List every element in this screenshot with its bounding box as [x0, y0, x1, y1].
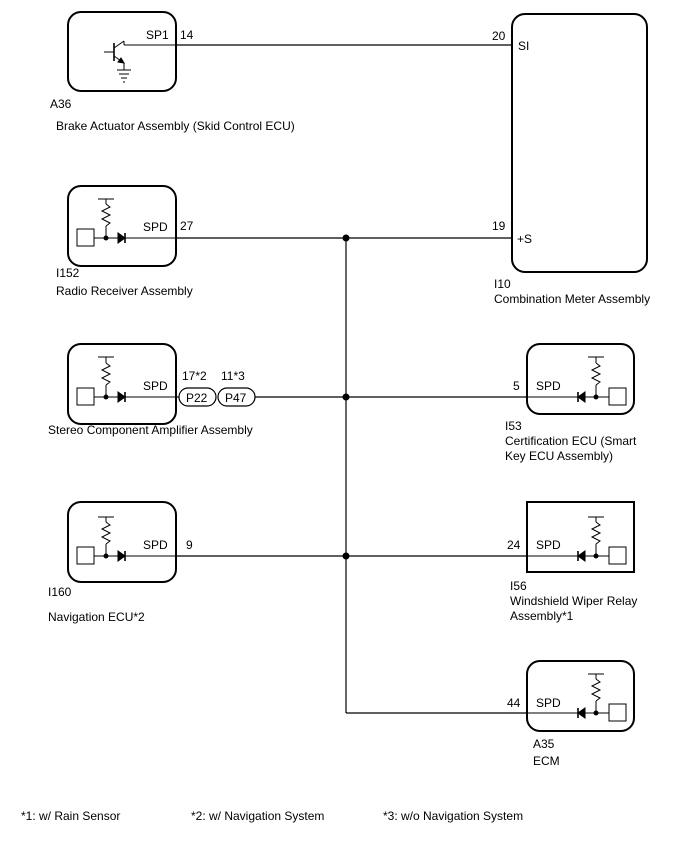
i160-code: I160	[48, 585, 72, 599]
junction-dot	[342, 393, 350, 401]
component-a36: SP1 14 A36 Brake Actuator Assembly (Skid…	[50, 11, 295, 133]
stereo-terminal-label: SPD	[143, 379, 168, 393]
stereo-name: Stereo Component Amplifier Assembly	[48, 423, 253, 437]
junction-dot	[342, 234, 350, 242]
junction-dot	[342, 552, 350, 560]
stereo-pin-p22: 17*2	[182, 369, 207, 383]
i152-pin-number: 27	[180, 219, 194, 233]
component-i152: SPD 27 I152 Radio Receiver Assembly	[56, 185, 194, 298]
i56-name-line1: Windshield Wiper Relay	[510, 594, 637, 608]
a35-code: A35	[533, 737, 555, 751]
i152-name: Radio Receiver Assembly	[56, 284, 193, 298]
output-circuit-icon	[527, 673, 627, 722]
ground-icon	[117, 69, 131, 83]
output-circuit-icon	[527, 516, 627, 565]
i10-pin-s: 19	[492, 219, 506, 233]
a36-code: A36	[50, 97, 72, 111]
stereo-box	[67, 343, 177, 425]
i10-box	[511, 13, 648, 273]
i160-box	[67, 501, 177, 583]
i56-name-line2: Assembly*1	[510, 609, 574, 623]
i152-box	[67, 185, 177, 267]
output-circuit-icon	[76, 198, 176, 247]
output-circuit-icon	[76, 356, 176, 406]
a35-terminal-label: SPD	[536, 696, 561, 710]
component-i56: 24 SPD I56 Windshield Wiper Relay Assemb…	[507, 501, 637, 623]
connector-p22	[178, 387, 217, 407]
component-i53: 5 SPD I53 Certification ECU (Smart Key E…	[505, 343, 637, 463]
a36-name: Brake Actuator Assembly (Skid Control EC…	[56, 119, 295, 133]
transistor-icon	[104, 40, 176, 70]
a36-box	[67, 11, 177, 92]
a35-pin-number: 44	[507, 696, 521, 710]
i152-terminal-label: SPD	[143, 220, 168, 234]
i160-pin-number: 9	[186, 538, 193, 552]
component-a35: 44 SPD A35 ECM	[507, 660, 635, 768]
i10-terminal-s: +S	[517, 232, 532, 246]
i152-code: I152	[56, 266, 80, 280]
component-i10: 20 SI 19 +S I10 Combination Meter Assemb…	[492, 13, 650, 306]
i10-code: I10	[494, 277, 511, 291]
i53-code: I53	[505, 419, 522, 433]
component-i160: SPD 9 I160 Navigation ECU*2	[48, 501, 193, 624]
i56-terminal-label: SPD	[536, 538, 561, 552]
footnote-1: *1: w/ Rain Sensor	[21, 809, 120, 823]
i160-terminal-label: SPD	[143, 538, 168, 552]
footnote-3: *3: w/o Navigation System	[383, 809, 523, 823]
connector-p47	[217, 387, 256, 407]
a36-terminal-label: SP1	[146, 28, 169, 42]
i53-pin-number: 5	[513, 379, 520, 393]
i56-code: I56	[510, 579, 527, 593]
footnote-2: *2: w/ Navigation System	[191, 809, 324, 823]
i56-pin-number: 24	[507, 538, 521, 552]
i53-name-line1: Certification ECU (Smart	[505, 434, 637, 448]
stereo-pin-p47: 11*3	[221, 369, 245, 383]
i53-terminal-label: SPD	[536, 379, 561, 393]
i10-terminal-si: SI	[518, 39, 529, 53]
component-stereo-amplifier: SPD 17*2 11*3 P22 P47 Stereo Component A…	[48, 343, 256, 437]
output-circuit-icon	[76, 516, 176, 565]
output-circuit-icon	[527, 356, 627, 406]
a36-pin-number: 14	[180, 28, 194, 42]
i10-pin-si: 20	[492, 29, 506, 43]
connector-p47-label: P47	[225, 391, 247, 405]
i10-name: Combination Meter Assembly	[494, 292, 650, 306]
i160-name: Navigation ECU*2	[48, 610, 145, 624]
i53-name-line2: Key ECU Assembly)	[505, 449, 613, 463]
a35-name: ECM	[533, 754, 560, 768]
connector-p22-label: P22	[186, 391, 208, 405]
